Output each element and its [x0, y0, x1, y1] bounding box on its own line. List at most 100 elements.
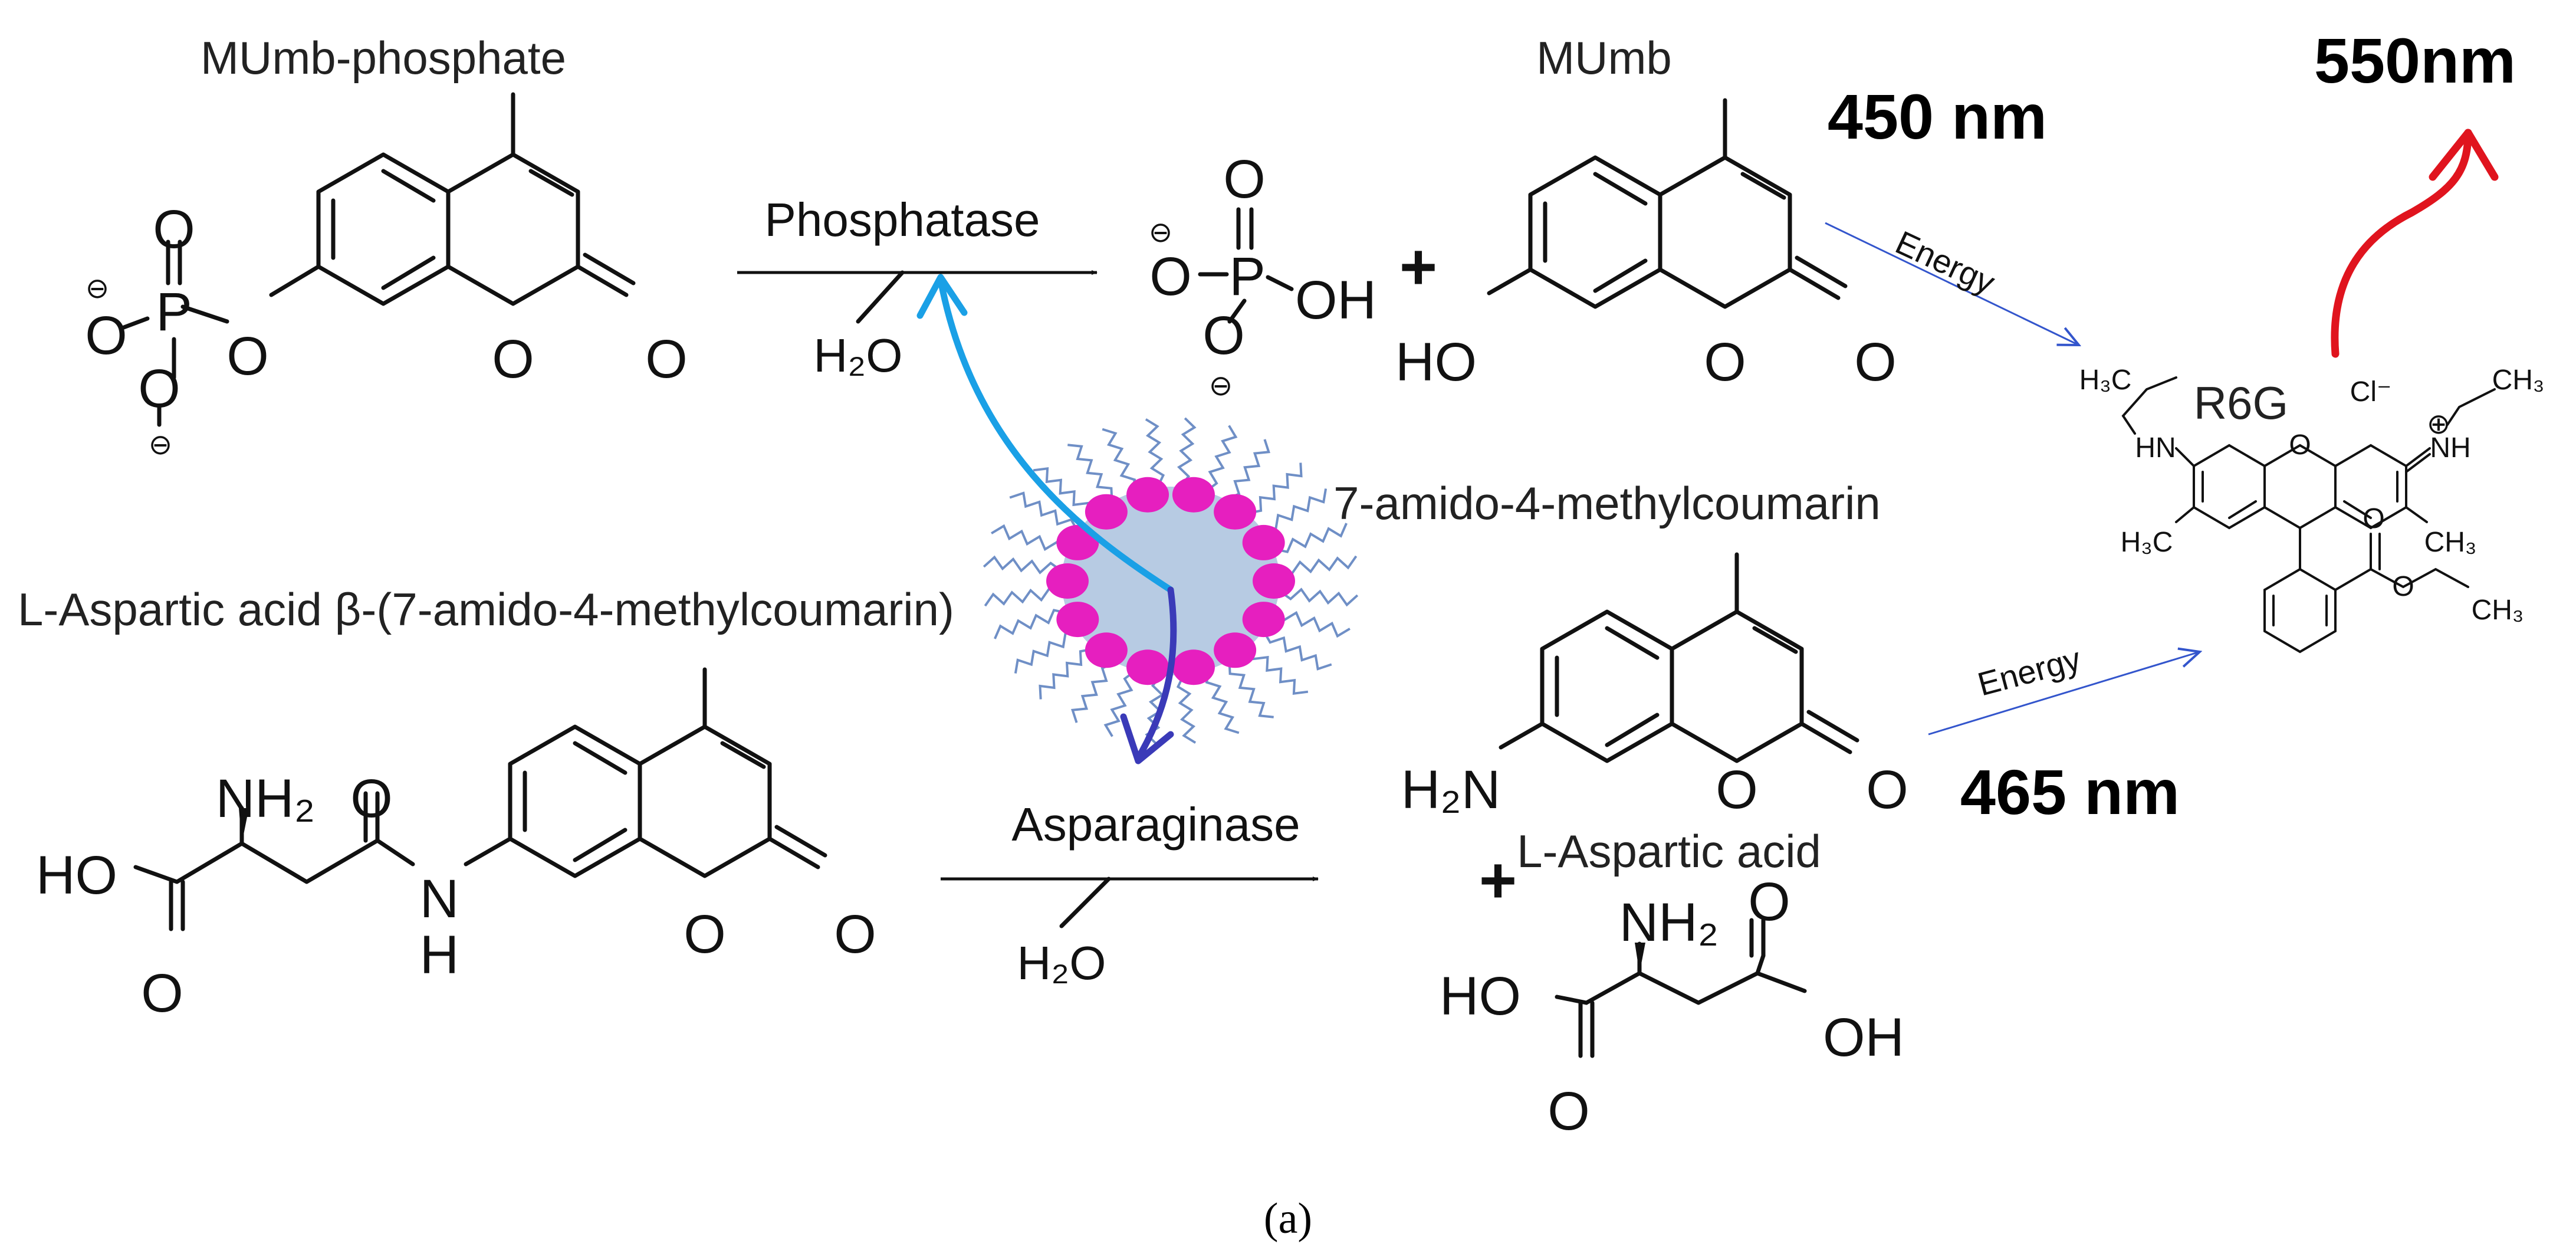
p-oxygen-bottom: O: [138, 359, 180, 419]
energy-arrow: [1928, 652, 2200, 736]
nanoparticle-bead: [1085, 494, 1128, 530]
hydroxyl-group: HO: [1395, 332, 1477, 392]
asp-amc-label: L-Aspartic acid β-(7-amido-4-methylcouma…: [18, 583, 954, 635]
mumb-phosphate-label: MUmb-phosphate: [201, 32, 566, 84]
figure-caption: (a): [1264, 1194, 1312, 1243]
nanoparticle-bead: [1056, 602, 1099, 638]
methyl-label: H₃C: [2079, 365, 2132, 396]
r6g-label: R6G: [2194, 377, 2288, 429]
water-label: H₂O: [1017, 937, 1106, 989]
plus-charge-icon: ⊕: [2427, 409, 2450, 440]
energy-label: Energy: [1890, 224, 2000, 301]
nanoparticle-beads: [1046, 477, 1295, 685]
carbonyl-oxygen: O: [645, 329, 688, 389]
amino-group: NH₂: [216, 769, 316, 829]
asp-amc-molecule: L-Aspartic acid β-(7-amido-4-methylcouma…: [18, 583, 954, 1023]
ligand-tails: [983, 417, 1359, 745]
ligand-tail: [1281, 555, 1358, 575]
minus-charge-icon: ⊖: [149, 429, 172, 461]
r6g-iminium: NH: [2430, 432, 2470, 464]
ligand-tail: [1205, 672, 1240, 734]
ester-oxygen: O: [226, 326, 269, 386]
nanoparticle-bead: [1085, 632, 1128, 668]
ligand-tail: [1033, 467, 1092, 513]
ring-oxygen: O: [684, 904, 726, 964]
catalysis-arrows: [916, 274, 1177, 764]
ligand-tail: [1145, 418, 1165, 485]
ligand-tail: [1207, 425, 1238, 491]
ligand-tail: [991, 524, 1066, 552]
ligand-tail: [1102, 428, 1136, 490]
plus-sign: +: [1399, 231, 1437, 303]
ligand-tail: [1071, 662, 1113, 723]
asparaginase-label: Asparaginase: [1011, 798, 1300, 851]
water-label: H₂O: [813, 329, 902, 382]
carboxyl-oxygen: O: [141, 963, 183, 1023]
methyl-label: H₃C: [2121, 527, 2173, 558]
ligand-tail: [1039, 648, 1091, 700]
amide-oxygen: O: [350, 769, 393, 829]
nanoparticle: [983, 417, 1359, 745]
amine-group: H₂N: [1401, 760, 1501, 820]
methyl-label: CH₃: [2472, 595, 2524, 626]
ligand-tail: [1264, 632, 1332, 671]
ester-oxygen: O: [2392, 571, 2414, 602]
ligand-tail: [1103, 671, 1134, 737]
mumb-label: MUmb: [1536, 32, 1672, 84]
carbonyl-oxygen: O: [834, 904, 876, 964]
ligand-tail: [984, 587, 1060, 607]
ring-oxygen: O: [492, 329, 534, 389]
ligand-tail: [1276, 523, 1348, 553]
phosphatase-reaction: Phosphatase H₂O: [737, 193, 1098, 382]
mumb-molecule: MUmb O O HO: [1395, 32, 1897, 392]
amc-molecule: 7-amido-4-methylcoumarin O O H₂N: [1333, 477, 1908, 820]
energy-transfer-bottom: Energy: [1928, 640, 2200, 736]
minus-charge-icon: ⊖: [1209, 370, 1233, 402]
amc-label: 7-amido-4-methylcoumarin: [1333, 477, 1881, 529]
ligand-tail: [994, 609, 1065, 639]
energy-arrow: [1825, 222, 2079, 345]
ligand-tail: [1009, 491, 1077, 530]
phosphate-oxygen-left: O: [1149, 247, 1192, 307]
ligand-tail: [1228, 439, 1270, 500]
energy-transfer-top: Energy: [1825, 222, 2079, 345]
emission-arrow: [2331, 129, 2499, 358]
ligand-tail: [1249, 649, 1309, 695]
chloride-counterion: Cl⁻: [2350, 376, 2392, 408]
nanoparticle-bead: [1126, 477, 1169, 513]
p-oxygen-left: O: [85, 306, 127, 366]
amide-hydrogen: H: [420, 925, 459, 985]
plus-sign: +: [1479, 844, 1517, 917]
phosphatase-activity-arrow: [937, 277, 1174, 593]
phosphate-hydroxyl: OH: [1295, 270, 1376, 330]
amino-group: NH₂: [1619, 892, 1719, 953]
ligand-tail: [1276, 611, 1351, 638]
ligand-tail: [1228, 664, 1274, 718]
minus-charge-icon: ⊖: [86, 273, 109, 304]
nanoparticle-bead: [1214, 632, 1257, 668]
minus-charge-icon: ⊖: [1149, 217, 1172, 248]
mumb-phosphate-molecule: MUmb-phosphate O O O P O O O ⊖ ⊖: [85, 32, 688, 461]
carboxyl-hydroxyl: HO: [36, 845, 117, 905]
ligand-tail: [1014, 632, 1076, 674]
carboxyl-hydroxyl: HO: [1440, 966, 1521, 1026]
ligand-tail: [1250, 462, 1303, 514]
phosphate-oxygen-bottom: O: [1202, 306, 1245, 366]
r6g-wavelength: 550nm: [2314, 25, 2516, 96]
side-chain-hydroxyl: OH: [1823, 1007, 1904, 1068]
aspartic-acid-label: L-Aspartic acid: [1517, 825, 1821, 877]
nanoparticle-bead: [1214, 494, 1257, 530]
phosphorus: P: [156, 282, 192, 342]
phosphate-phosphorus: P: [1229, 247, 1265, 307]
ester-carbonyl-oxygen: O: [2363, 503, 2384, 534]
nanoparticle-bead: [1242, 602, 1285, 638]
ring-oxygen: O: [1716, 760, 1758, 820]
ligand-tail: [1281, 588, 1359, 607]
asparaginase-activity-arrow: [1135, 586, 1177, 762]
asparaginase-reaction: Asparaginase H₂O: [941, 798, 1319, 989]
r6g-amine-left: HN: [2135, 432, 2176, 464]
phosphate-oxygen-top: O: [1223, 149, 1266, 209]
carboxyl-oxygen: O: [1547, 1081, 1590, 1141]
nanoparticle-bead: [1172, 649, 1215, 685]
r6g-molecule: R6G O HN NH ⊕ H₃C CH₃ H₃C CH₃ O O CH₃ Cl…: [2079, 365, 2544, 654]
